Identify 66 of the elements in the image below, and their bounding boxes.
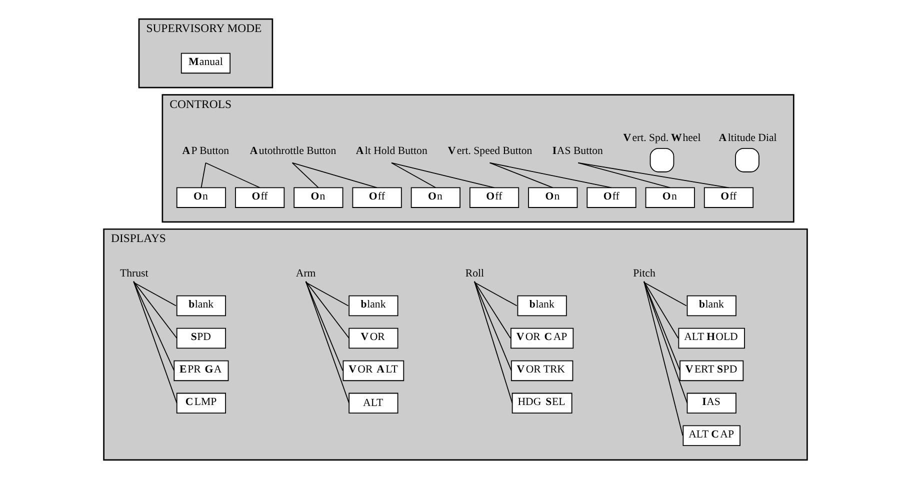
node-box: VERT SPD xyxy=(680,360,744,382)
node-box: EPR GA xyxy=(174,360,229,382)
node-text: Roll xyxy=(465,268,484,280)
node-text: AP Button xyxy=(182,144,230,157)
connector xyxy=(474,282,518,306)
node-box: HDG SEL xyxy=(512,392,572,414)
connector xyxy=(644,280,684,436)
connector xyxy=(305,280,344,372)
node-text: Alt Hold Button xyxy=(356,144,428,157)
node-box: Off xyxy=(704,187,754,208)
node-box: On xyxy=(410,187,460,208)
node-box: blank xyxy=(176,295,226,316)
node-box: blank xyxy=(686,295,736,316)
node-box: On xyxy=(645,187,695,208)
node-box: SPD xyxy=(176,328,226,349)
connector xyxy=(474,280,511,339)
node-label: Vert. Spd. Wheel xyxy=(623,132,701,144)
connector xyxy=(474,280,512,372)
connector xyxy=(391,162,436,188)
node-text: Arm xyxy=(296,268,316,280)
node-box: IAS xyxy=(686,392,736,414)
node-text: Thrust xyxy=(120,268,148,280)
node-box: ALT HOLD xyxy=(678,328,745,349)
node-box: Off xyxy=(586,187,636,208)
node-box: blank xyxy=(348,295,398,316)
node-box: On xyxy=(176,187,226,208)
node-box: On xyxy=(528,187,578,208)
connector xyxy=(489,162,612,188)
connector xyxy=(205,162,260,188)
node-box: Manual xyxy=(180,52,231,74)
node-label: Altitude Dial xyxy=(718,132,777,144)
node-box: VOR CAP xyxy=(510,328,574,349)
connector xyxy=(578,162,671,188)
connector xyxy=(391,162,495,188)
connector xyxy=(578,162,730,188)
node-text: IAS Button xyxy=(552,144,603,157)
connector xyxy=(305,280,350,404)
node-box: VOR ALT xyxy=(342,360,404,382)
connector xyxy=(644,280,680,372)
connector xyxy=(133,282,176,306)
connector xyxy=(644,280,679,339)
connector xyxy=(133,280,175,372)
node-box: CLMP xyxy=(176,392,226,414)
node-box: Off xyxy=(469,187,520,208)
connector xyxy=(200,162,206,188)
node-box: On xyxy=(294,187,344,208)
connector xyxy=(133,280,178,339)
connector xyxy=(644,282,687,306)
node-text: Autothrottle Button xyxy=(250,144,336,157)
connector xyxy=(644,280,688,404)
connector xyxy=(292,162,378,188)
node-box: VOR xyxy=(348,328,398,349)
node-text: Vert. Speed Button xyxy=(448,144,532,157)
connector xyxy=(489,162,554,188)
node-box: blank xyxy=(517,295,567,316)
connector xyxy=(305,282,349,306)
node-box: ALT xyxy=(348,392,398,414)
node-box: ALT CAP xyxy=(682,425,740,446)
connector xyxy=(474,280,513,404)
node-box: Off xyxy=(235,187,285,208)
connector xyxy=(133,280,178,404)
connector xyxy=(305,280,350,339)
connector xyxy=(292,162,319,188)
node-text: Pitch xyxy=(633,268,656,280)
node-box: VOR TRK xyxy=(510,360,574,382)
node-box: Off xyxy=(352,187,402,208)
